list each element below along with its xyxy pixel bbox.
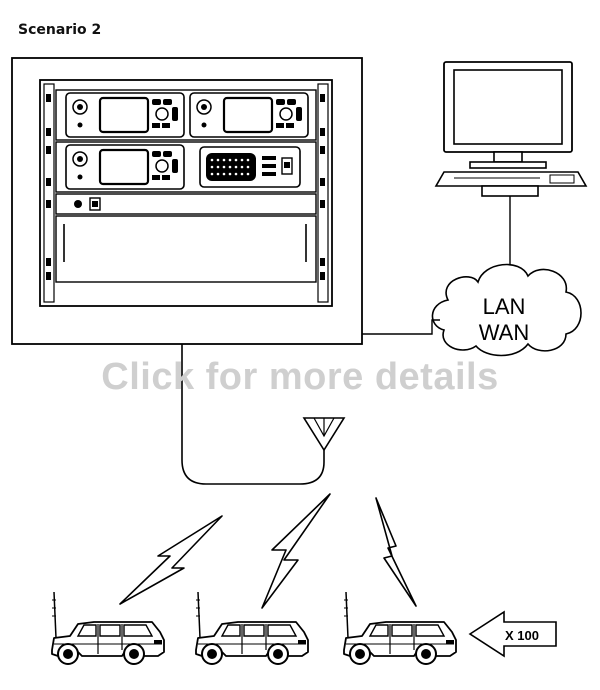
antenna-cable [181,344,325,485]
radio-unit-2 [188,91,310,139]
antenna-icon [302,417,346,452]
cloud-label-wan: WAN [479,320,530,345]
radio-unit-3 [64,143,186,191]
scenario-title: Scenario 2 [18,22,102,38]
computer-icon [434,61,588,197]
interface-unit [199,146,301,188]
radio-link-bolt-2 [261,493,331,609]
rack-cabinet [11,57,363,345]
vehicle-1 [51,591,165,665]
cloud-label-lan: LAN [483,294,526,319]
radio-link-bolt-1 [119,515,223,605]
vehicle-2 [195,591,309,665]
radio-link-bolt-3 [375,497,417,607]
details-link[interactable]: Click for more details [101,356,499,398]
multiplier-label: X 100 [505,628,539,643]
rack-to-network-cable [362,319,440,335]
radio-unit-1 [64,91,186,139]
vehicle-3 [343,591,457,665]
multiplier-arrow: X 100 [468,610,557,658]
lan-wan-cloud: LAN WAN [431,263,582,357]
